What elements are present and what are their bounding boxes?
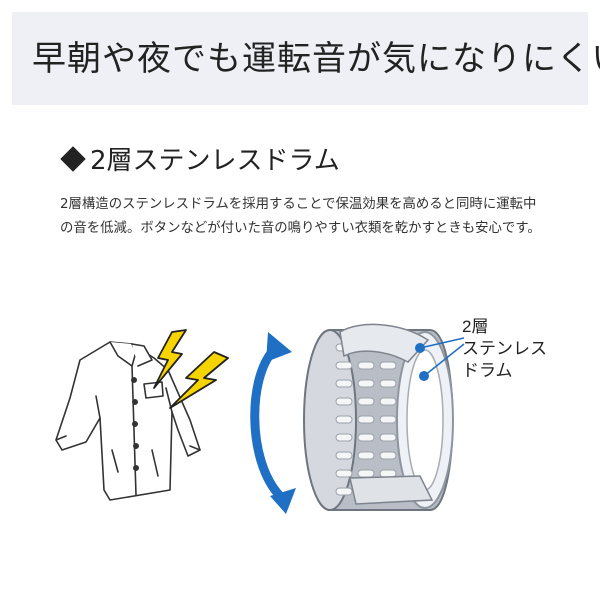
section-heading-text: 2層ステンレスドラム [90,146,340,176]
rotation-arrow-icon [250,332,296,514]
drum-label-line-3: ドラム [462,361,513,380]
drum-label-line-2: ステンレス [462,339,547,358]
diamond-bullet-icon [60,145,86,172]
banner-title: 早朝や夜でも運転音が気になりにくい [32,38,600,79]
lightning-icon [153,329,229,409]
section-heading: 2層ステンレスドラム [60,140,340,177]
drum-icon [303,323,465,511]
drum-label: 2層 ステンレス ドラム [462,316,552,382]
section-description: 2層構造のステンレスドラムを採用することで保温効果を高めると同時に運転中の音を低… [60,197,541,236]
banner: 早朝や夜でも運転音が気になりにくい [12,12,600,105]
illustration [55,323,465,514]
drum-label-line-1: 2層 [462,317,489,336]
shirt-icon [55,341,201,501]
